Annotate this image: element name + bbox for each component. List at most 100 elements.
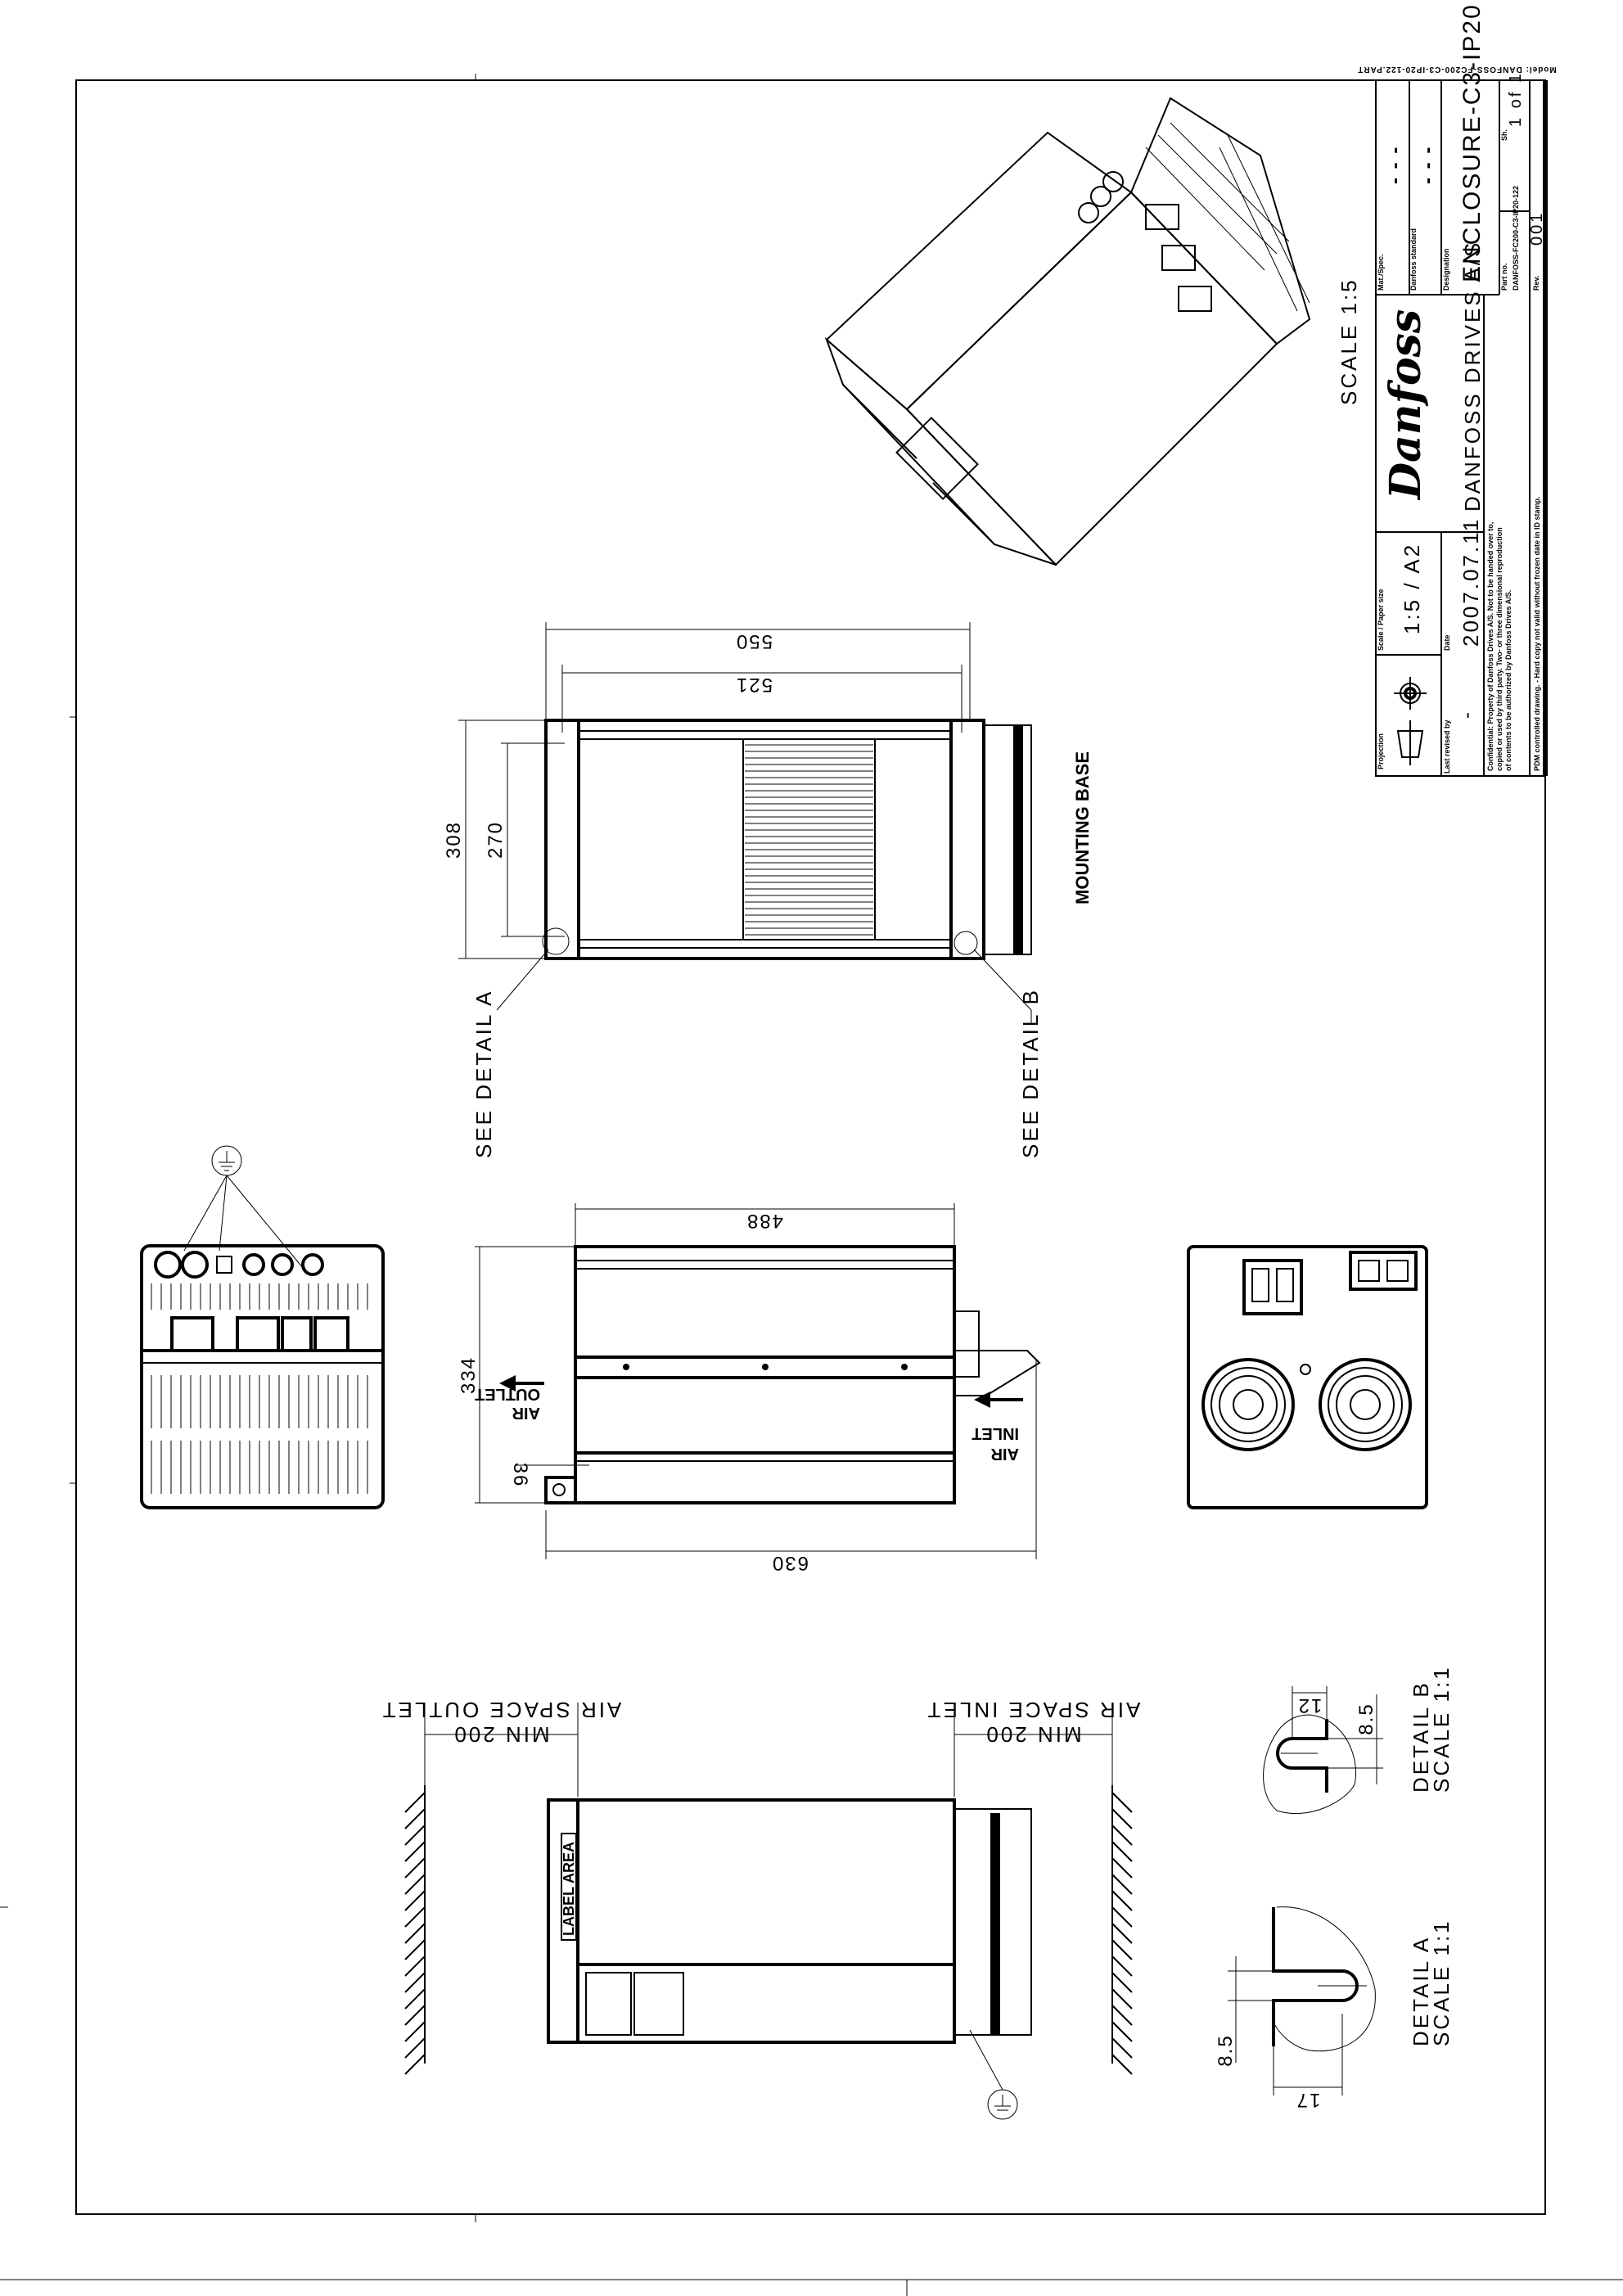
part-no-label: Part no. [1500, 263, 1508, 291]
hatch-line [404, 1792, 426, 1813]
date-label: Date [1443, 634, 1451, 651]
border-ticks [0, 74, 1623, 2296]
hatch-line [1111, 2021, 1133, 2042]
air-outlet-label-2: OUTLET [475, 1385, 540, 1403]
hatch-line [1111, 1792, 1133, 1813]
rev-label: Rev. [1532, 276, 1540, 291]
detail-a-title: DETAIL A [1409, 1936, 1433, 2046]
air-outlet-arrow-icon [499, 1375, 544, 1392]
fan-view [1187, 1245, 1428, 1509]
pdm-note: PDM controlled drawing. - Hard copy not … [1533, 496, 1541, 771]
hatch-line [404, 1874, 426, 1895]
dim-630: 630 [771, 1552, 809, 1574]
dim-270: 270 [485, 821, 507, 859]
model-label: Model: DANFOSS-FC200-C3-IP20-122.PART [1357, 65, 1557, 74]
hatch-line [404, 1841, 426, 1862]
hatch-line [404, 1988, 426, 2010]
hatch-line [1111, 2005, 1133, 2026]
hatch-line [1111, 1890, 1133, 1911]
detail-a: 8.5 17 DETAIL A SCALE 1:1 [1215, 1906, 1454, 2111]
hatch-line [404, 2005, 426, 2026]
hatch-line [404, 1972, 426, 1993]
danfoss-standard-label: Danfoss standard [1409, 228, 1418, 291]
hatch-line [404, 2037, 426, 2059]
detail-a-scale: SCALE 1:1 [1429, 1919, 1454, 2046]
confidential-line-3: of contents to be authorized by Danfoss … [1504, 590, 1513, 771]
hatch-line [404, 1923, 426, 1944]
hatch-line [1111, 1906, 1133, 1928]
side-view: 488 334 36 630 AIR OUTLET AIR INLET [458, 1203, 1041, 1574]
heatsink-fins [745, 744, 873, 936]
date-value: 2007.07.11 [1458, 517, 1483, 647]
dim-488: 488 [746, 1210, 783, 1232]
top-view: 550 521 308 270 SEE DETAIL A SEE DETAIL … [443, 622, 1093, 1158]
sheet-value: 1 of 1 [1507, 71, 1525, 127]
designation-value: ENCLOSURE-C3-IP20 [1458, 3, 1485, 282]
mounting-base-label: MOUNTING BASE [1072, 751, 1093, 904]
air-space-outlet-label: AIR SPACE OUTLET [381, 1698, 622, 1722]
first-angle-projection-icon [1394, 677, 1427, 765]
ground-symbol-icon [987, 2089, 1018, 2120]
air-inlet-label-2: INLET [972, 1424, 1019, 1442]
air-inlet-label-1: AIR [990, 1445, 1019, 1463]
scale-note: SCALE 1:5 [1337, 277, 1361, 405]
isometric-view [824, 97, 1311, 566]
last-revised-value: - [1456, 712, 1478, 719]
hatch-line [1111, 1874, 1133, 1895]
see-detail-a: SEE DETAIL A [471, 989, 496, 1158]
hatch-line [1111, 1923, 1133, 1944]
hatch-line [404, 1825, 426, 1846]
detail-b: 12 8.5 DETAIL B SCALE 1:1 [1263, 1665, 1454, 1815]
drawing-border [75, 79, 1546, 2215]
scale-paper-label: Scale / Paper size [1377, 589, 1385, 651]
scale-paper-value: 1:5 / A2 [1400, 543, 1424, 634]
hatch-line [404, 2021, 426, 2042]
dim-521: 521 [735, 674, 773, 696]
hatch-line [1111, 2054, 1133, 2075]
detail-b-dim-8-5: 8.5 [1355, 1703, 1377, 1734]
hatch-line [404, 1808, 426, 1829]
hatch-line [1111, 1955, 1133, 1977]
dim-550: 550 [735, 630, 773, 652]
last-revised-label: Last revised by [1443, 719, 1451, 774]
title-block: Mat./Spec. - - - Danfoss standard - - - … [1375, 3, 1548, 777]
fan-icon [1201, 1358, 1295, 1451]
danfoss-logo: Danfoss [1381, 309, 1431, 501]
confidential-line-2: copied or used by third party. Two- or t… [1495, 527, 1504, 771]
hatch-line [404, 1955, 426, 1977]
wall-hatch-outlet [404, 1785, 426, 2075]
detail-a-dim-8-5: 8.5 [1215, 2034, 1237, 2066]
hatch-line [1111, 1825, 1133, 1846]
wall-hatch-inlet [1111, 1785, 1133, 2075]
dim-334: 334 [458, 1356, 480, 1394]
detail-b-title: DETAIL B [1409, 1680, 1433, 1793]
dim-36: 36 [509, 1463, 531, 1488]
designation-label: Designation [1442, 248, 1450, 291]
hatch-line [1111, 1808, 1133, 1829]
sheet-label: Sh. [1500, 129, 1508, 141]
ground-symbol-icon [211, 1145, 242, 1176]
rev-value: 001 [1528, 211, 1546, 246]
air-space-inlet-label: AIR SPACE INLET [926, 1698, 1141, 1722]
danfoss-standard-value: - - - [1417, 146, 1439, 184]
confidential-line-1: Confidential: Property of Danfoss Drives… [1486, 522, 1495, 771]
hatch-line [404, 1890, 426, 1911]
detail-b-scale: SCALE 1:1 [1429, 1665, 1454, 1793]
hatch-line [404, 2054, 426, 2075]
front-view: AIR SPACE OUTLET MIN 200 AIR SPACE INLET… [381, 1698, 1141, 2120]
hatch-line [1111, 2037, 1133, 2059]
label-area: LABEL AREA [561, 1842, 577, 1936]
hatch-line [1111, 1857, 1133, 1879]
hatch-line [1111, 1988, 1133, 2010]
detail-b-dim-12: 12 [1297, 1694, 1323, 1716]
hatch-line [404, 1857, 426, 1879]
mat-spec-value: - - - [1384, 146, 1406, 184]
terminal-view [140, 1145, 385, 1509]
fan-icon [1319, 1358, 1412, 1451]
hatch-line [404, 1906, 426, 1928]
projection-label: Projection [1377, 733, 1385, 769]
hatch-line [1111, 1841, 1133, 1862]
air-space-inlet-min: MIN 200 [984, 1722, 1081, 1747]
air-outlet-label-1: AIR [512, 1404, 540, 1422]
